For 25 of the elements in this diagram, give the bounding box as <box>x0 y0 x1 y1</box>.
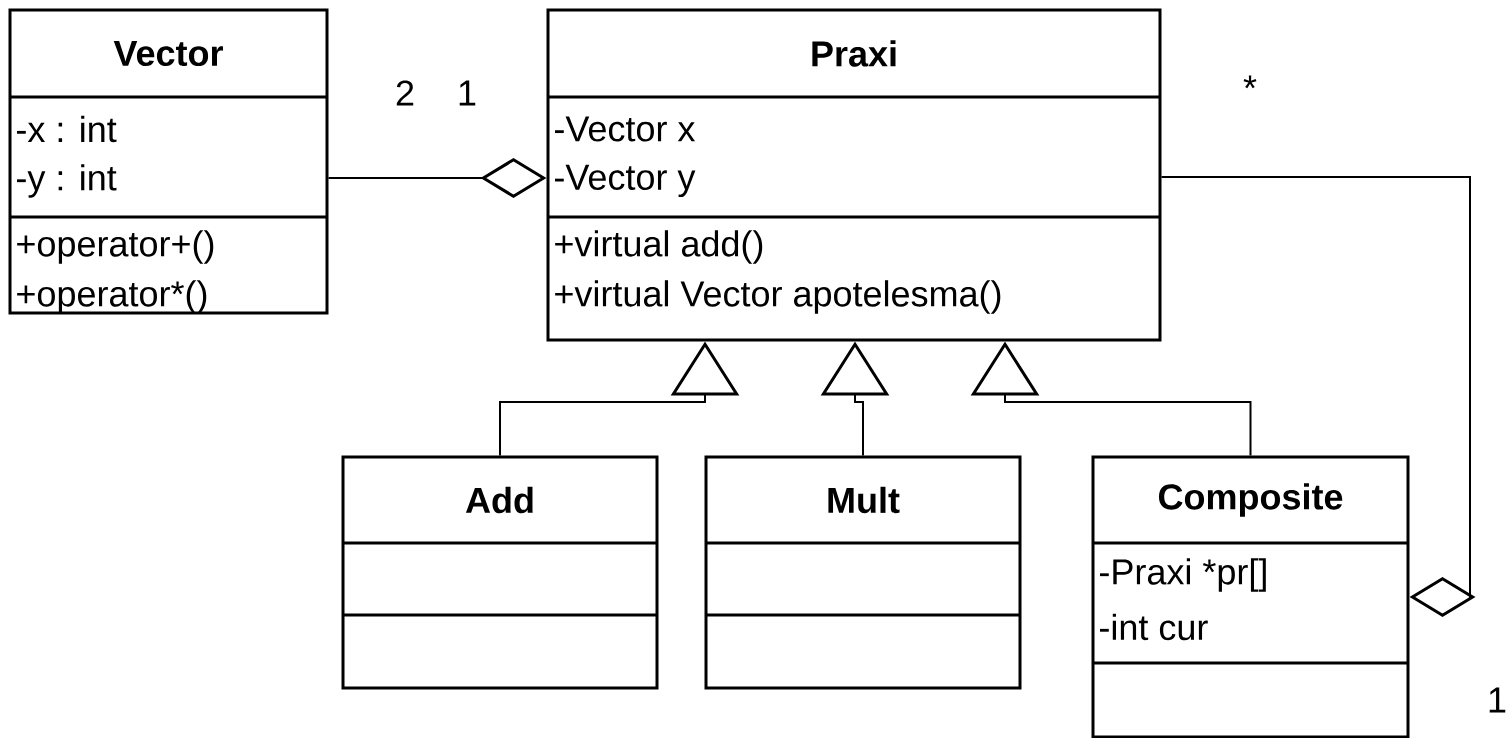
class-box <box>341 455 659 690</box>
class-box <box>704 455 1022 690</box>
attribute-text: -x : int <box>17 115 117 143</box>
multiplicity-label: * <box>1243 75 1257 89</box>
aggregation-connector <box>1160 176 1476 617</box>
attribute-text: -Praxi *pr[] <box>1100 558 1266 592</box>
attribute-text: -y : int <box>17 164 117 198</box>
class-name: Mult <box>828 486 900 514</box>
class-name: Add <box>465 486 533 514</box>
method-text: +operator+() <box>17 230 214 264</box>
multiplicity-label: 1 <box>1489 687 1506 713</box>
class-name: Vector <box>113 40 223 67</box>
class-name: Praxi <box>812 40 896 67</box>
multiplicity-label: 2 <box>396 80 414 106</box>
method-text: +virtual Vector apotelesma() <box>555 280 1001 314</box>
attribute-text: -Vector x <box>555 116 696 142</box>
class-name: Composite <box>1158 483 1343 517</box>
multiplicity-label: 1 <box>459 80 476 106</box>
attribute-text: -int cur <box>1100 613 1208 641</box>
class-box <box>546 8 1162 342</box>
class-box <box>1091 455 1410 738</box>
class-box <box>8 8 329 315</box>
method-text: +operator*() <box>17 280 207 314</box>
attribute-text: -Vector y <box>555 164 696 198</box>
method-text: +virtual add() <box>555 230 763 264</box>
